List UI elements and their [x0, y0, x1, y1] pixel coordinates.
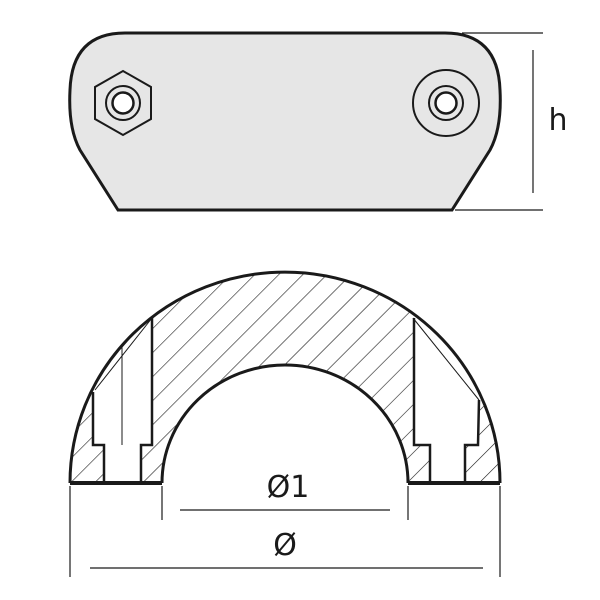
height-label: h [548, 103, 567, 138]
right-bolt-bore [412, 317, 481, 483]
hex-nut-icon [94, 69, 152, 137]
top-view-outline [68, 31, 502, 212]
hatched-section [70, 272, 500, 483]
washer-hole-icon [412, 69, 480, 137]
height-dimension [455, 32, 543, 211]
top-view [68, 31, 502, 212]
outer-diameter-label: Ø [273, 528, 297, 563]
inner-diameter-dimension [161, 486, 409, 520]
inner-diameter-label: Ø1 [267, 470, 310, 505]
left-bolt-bore [91, 317, 154, 483]
outer-diameter-dimension [69, 486, 501, 577]
section-view [60, 260, 510, 485]
